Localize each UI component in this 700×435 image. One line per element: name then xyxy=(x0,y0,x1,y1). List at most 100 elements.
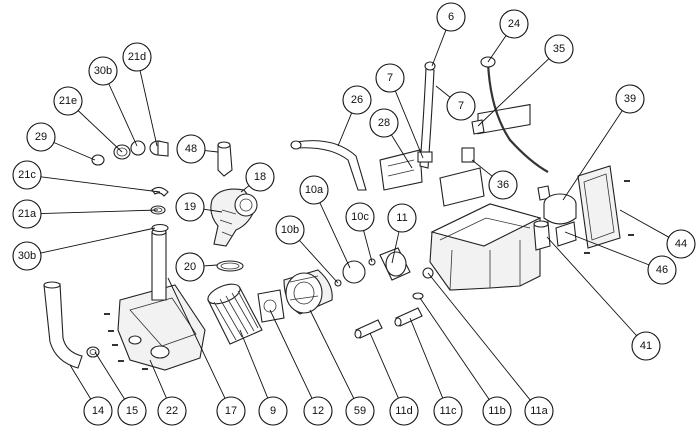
leader-line-c18 xyxy=(240,185,250,193)
callout-balloon xyxy=(387,203,417,233)
leader-line-c7b xyxy=(435,85,451,98)
leader-line-c10b xyxy=(299,240,339,284)
callout-label: 6 xyxy=(448,11,454,23)
part-12-bracket xyxy=(257,289,285,323)
callout-c30bb: 30b xyxy=(12,241,42,271)
callout-label: 36 xyxy=(497,179,509,191)
callout-label: 21c xyxy=(18,169,36,181)
callout-c7a: 7 xyxy=(375,63,405,93)
callout-balloon xyxy=(12,241,42,271)
leader-line-c59 xyxy=(309,309,355,399)
callout-label: 59 xyxy=(354,405,366,417)
callout-label: 7 xyxy=(387,72,393,84)
part-48-elbow xyxy=(217,144,233,177)
callout-c12: 12 xyxy=(303,396,333,426)
leader-lines xyxy=(40,29,669,401)
callout-label: 7 xyxy=(458,100,464,112)
callout-c11b: 11b xyxy=(482,396,512,426)
callout-balloon xyxy=(345,396,375,426)
leader-line-c14 xyxy=(69,364,92,400)
part-6-7-hose xyxy=(419,67,435,169)
part-11b-ring xyxy=(412,292,424,300)
leader-line-c7a xyxy=(394,90,424,159)
part-10a-impeller xyxy=(342,260,366,284)
callout-balloon xyxy=(258,396,288,426)
callout-label: 48 xyxy=(185,143,197,155)
leader-line-c30bt xyxy=(108,83,138,147)
callout-label: 24 xyxy=(508,18,520,30)
callout-balloon xyxy=(175,252,205,282)
callout-c11: 11 xyxy=(387,203,417,233)
leader-line-c21e xyxy=(77,110,123,153)
part-18-pump-head xyxy=(234,193,258,217)
callout-label: 11c xyxy=(440,405,457,417)
leader-line-c36 xyxy=(471,159,493,177)
part-46-plate xyxy=(555,221,577,247)
part-36-valve xyxy=(439,167,485,207)
leader-line-c44 xyxy=(619,209,669,238)
callout-label: 11 xyxy=(396,212,407,224)
callout-balloon xyxy=(666,229,696,259)
callout-c41: 41 xyxy=(631,331,661,361)
callout-c21a: 21a xyxy=(12,199,42,229)
callout-balloon xyxy=(26,122,56,152)
callout-label: 44 xyxy=(675,238,687,250)
callout-c10c: 10c xyxy=(345,202,375,232)
callout-balloon xyxy=(53,86,83,116)
callout-balloon xyxy=(488,170,518,200)
callout-c19: 19 xyxy=(175,192,205,222)
callout-balloon xyxy=(83,396,113,426)
callout-c20: 20 xyxy=(175,252,205,282)
callout-balloon xyxy=(12,160,42,190)
callout-c17: 17 xyxy=(216,396,246,426)
callout-c15: 15 xyxy=(117,396,147,426)
callout-label: 35 xyxy=(553,43,565,55)
callout-c22: 22 xyxy=(157,396,187,426)
leader-line-c21d xyxy=(139,70,158,147)
part-14-drain-elbow xyxy=(43,283,83,369)
callout-label: 46 xyxy=(656,264,668,276)
callout-label: 30b xyxy=(94,65,112,77)
callout-c11d: 11d xyxy=(389,396,419,426)
part-9-filter-cage xyxy=(207,283,263,345)
callout-balloon xyxy=(216,396,246,426)
callout-label: 15 xyxy=(126,405,138,417)
part-59-motor xyxy=(283,269,333,315)
callout-c10b: 10b xyxy=(275,215,305,245)
callout-balloon xyxy=(275,215,305,245)
tub-assembly xyxy=(429,103,542,291)
part-22-screws xyxy=(104,313,148,370)
leader-line-c22 xyxy=(149,359,167,399)
callout-label: 26 xyxy=(351,94,363,106)
leader-line-c6 xyxy=(431,29,447,67)
part-30b-lower-ring xyxy=(151,223,169,233)
leader-line-c39 xyxy=(562,110,623,201)
callout-balloon xyxy=(122,42,152,72)
leader-line-c20 xyxy=(203,264,218,267)
callout-c9: 9 xyxy=(258,396,288,426)
callout-label: 17 xyxy=(225,405,237,417)
callout-label: 22 xyxy=(166,405,178,417)
leader-line-c48 xyxy=(204,150,219,153)
callout-balloon xyxy=(345,202,375,232)
callout-balloon xyxy=(303,396,333,426)
part-28-bracket xyxy=(379,149,423,191)
leader-line-c11 xyxy=(391,231,400,264)
callout-c30bt: 30b xyxy=(88,56,118,86)
callout-label: 41 xyxy=(640,340,652,352)
leader-line-c28 xyxy=(391,134,413,169)
callout-c48: 48 xyxy=(176,134,206,164)
leader-line-c21a xyxy=(40,209,159,215)
callout-c11a: 11a xyxy=(524,396,554,426)
callout-c10a: 10a xyxy=(299,175,329,205)
parts-drawing xyxy=(43,56,634,371)
leader-line-c15 xyxy=(94,351,125,400)
callout-label: 12 xyxy=(312,405,324,417)
part-15-clamp xyxy=(86,346,100,358)
leader-line-c10a xyxy=(319,202,351,269)
callout-balloon xyxy=(342,85,372,115)
callout-c21d: 21d xyxy=(122,42,152,72)
callout-c59: 59 xyxy=(345,396,375,426)
leader-line-c29 xyxy=(53,142,96,161)
